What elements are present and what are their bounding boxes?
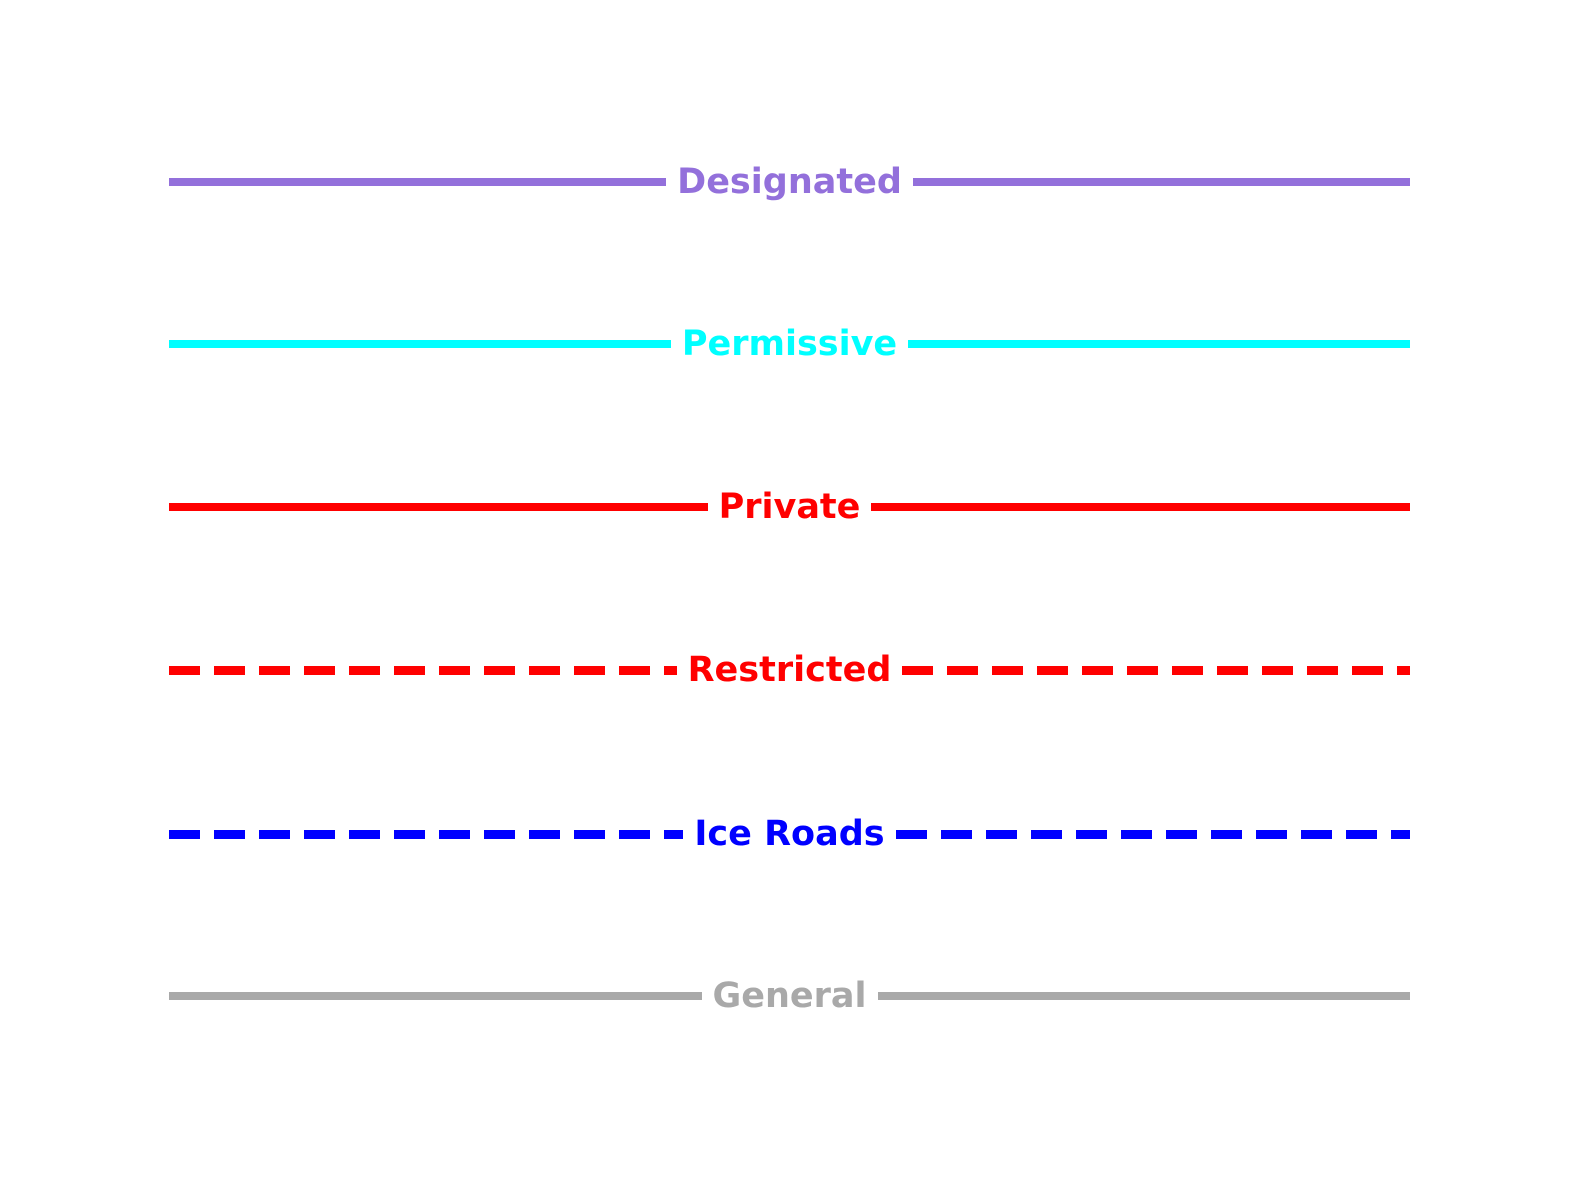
legend-label: Designated bbox=[677, 161, 902, 202]
legend-row-designated: Designated bbox=[169, 157, 1411, 207]
legend-row-general: General bbox=[169, 971, 1410, 1021]
legend-line-right-segment bbox=[908, 340, 1410, 348]
legend-row-private: Private bbox=[169, 482, 1410, 532]
legend-line-right-segment bbox=[877, 992, 1410, 1000]
legend-line-right-segment bbox=[912, 178, 1411, 186]
legend-label: Restricted bbox=[687, 649, 892, 690]
legend-line-left-segment bbox=[169, 340, 671, 348]
legend-line-right-segment bbox=[902, 665, 1410, 675]
legend-line-left-segment bbox=[169, 992, 702, 1000]
legend-label: Private bbox=[718, 486, 861, 527]
legend-row-restricted: Restricted bbox=[169, 645, 1410, 695]
legend-line-right-segment bbox=[871, 503, 1410, 511]
legend-line-left-segment bbox=[169, 178, 667, 186]
legend-line-left-segment bbox=[169, 829, 684, 839]
legend-line-left-segment bbox=[169, 665, 677, 675]
legend-line-left-segment bbox=[169, 503, 708, 511]
legend-label: Permissive bbox=[681, 323, 898, 364]
legend-row-ice-roads: Ice Roads bbox=[169, 809, 1411, 859]
legend-label: Ice Roads bbox=[694, 813, 885, 854]
legend-row-permissive: Permissive bbox=[169, 319, 1410, 369]
legend-label: General bbox=[712, 975, 867, 1016]
legend-line-right-segment bbox=[895, 829, 1411, 839]
